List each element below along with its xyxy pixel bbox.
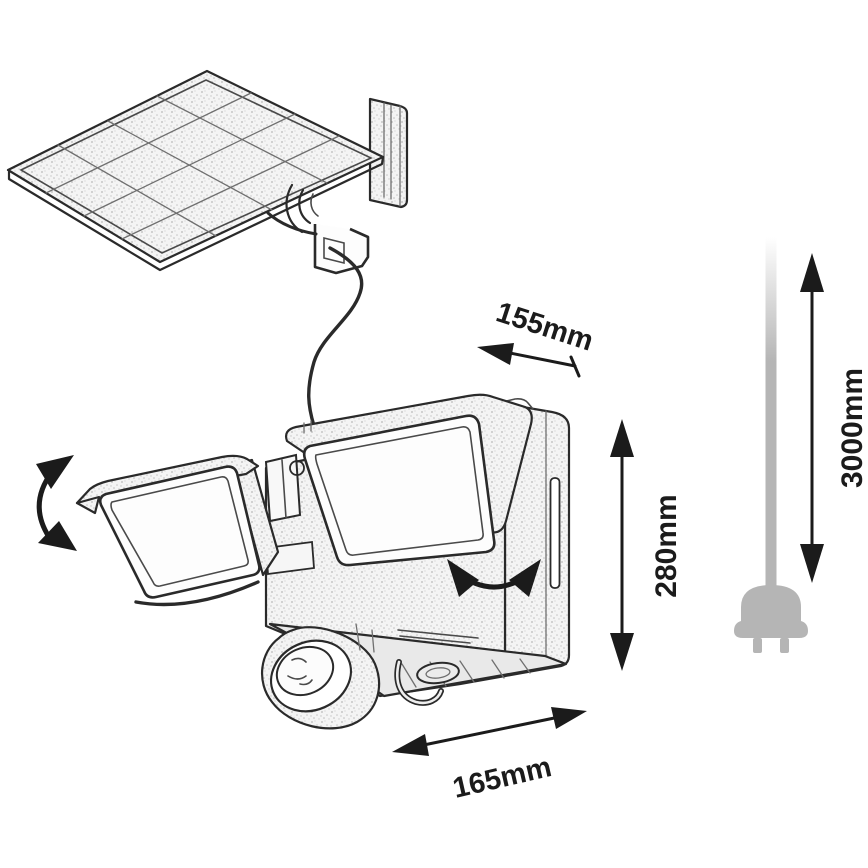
dim-width-arrow: [392, 707, 587, 756]
left-lamp-lens: [98, 465, 261, 599]
light-fixture: [75, 393, 571, 730]
mounting-slot: [549, 477, 561, 589]
right-lamp-head: [284, 393, 533, 567]
swivel-arrow-icon: [447, 559, 541, 597]
height-label-text: 280mm: [650, 494, 683, 597]
right-lamp-lens: [302, 414, 496, 567]
bracket-foot: [313, 224, 370, 275]
dim-cable-arrow: [800, 253, 824, 583]
cable-hook: [394, 659, 444, 706]
connecting-wire: [266, 211, 364, 428]
dim-depth-arrow: [477, 343, 581, 378]
motion-sensor: [260, 623, 381, 730]
dim-height-arrow: [610, 419, 634, 671]
dim-cable-label: 3000mm: [836, 368, 868, 488]
cable-gland: [416, 661, 460, 685]
tilt-arrow-icon: [36, 455, 77, 551]
solar-panel: [6, 69, 385, 272]
dim-width-label: 165mm: [450, 751, 555, 805]
power-plug-icon: [734, 585, 808, 653]
solar-panel-grid: [45, 92, 340, 240]
wall-bracket: [368, 97, 409, 209]
cable-length-label-text: 3000mm: [836, 368, 868, 488]
width-label-text: 165mm: [450, 751, 555, 805]
sensor-lens: [275, 645, 335, 697]
power-cable: [765, 237, 777, 592]
left-lamp-head: [75, 454, 280, 607]
dim-height-label: 280mm: [650, 494, 683, 597]
